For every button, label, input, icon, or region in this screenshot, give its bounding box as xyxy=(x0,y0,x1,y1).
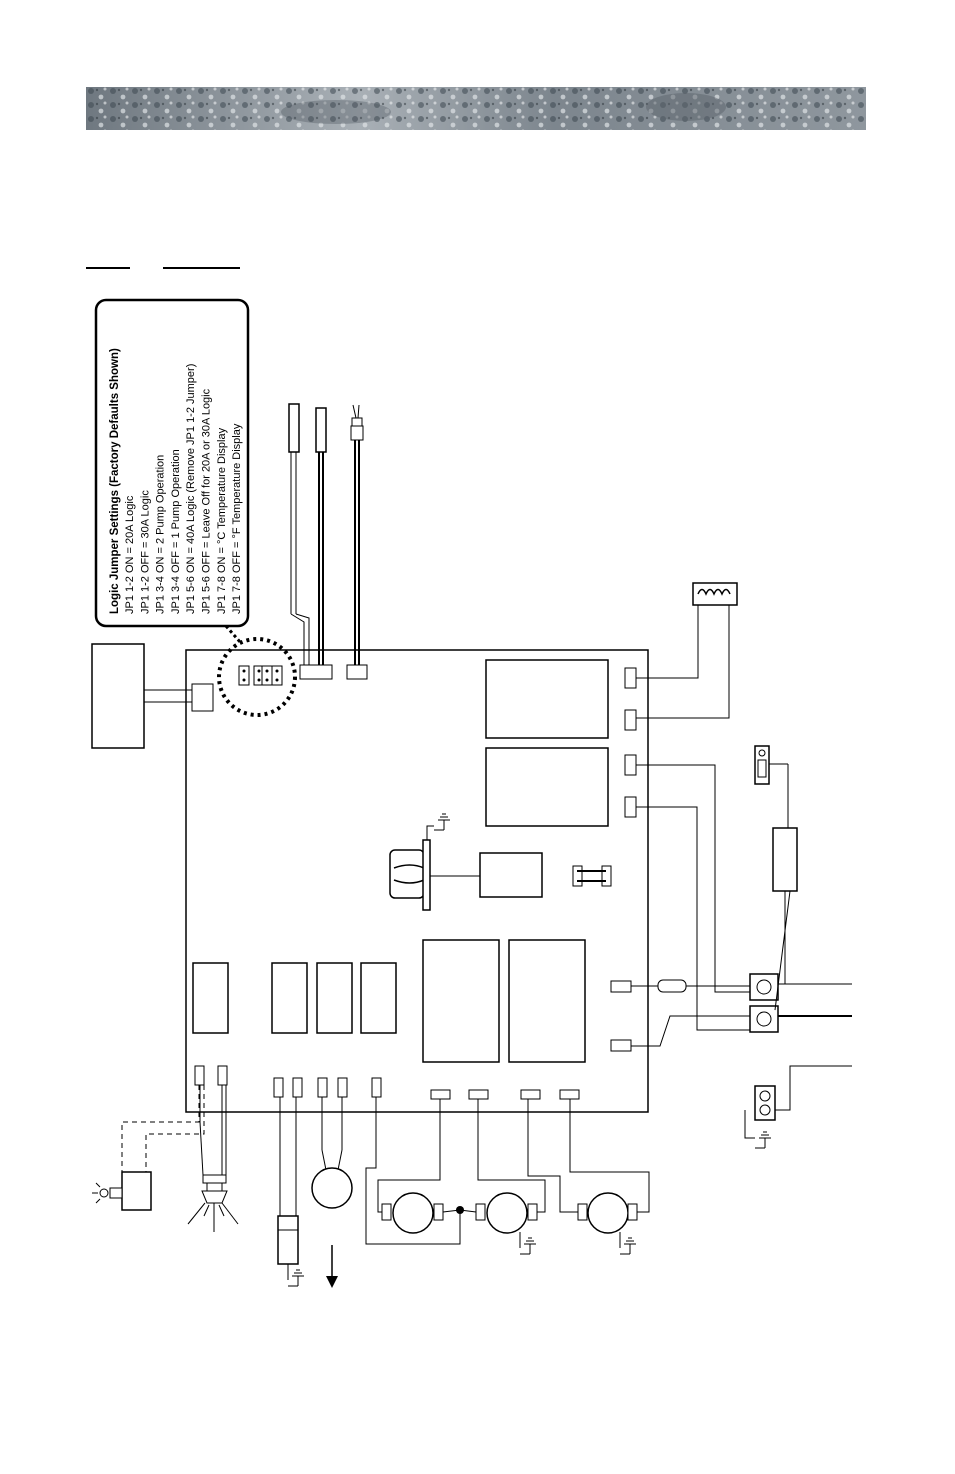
terminal-block-l2 xyxy=(749,1005,779,1033)
terminal-block-l1 xyxy=(749,973,779,1001)
circuit-board xyxy=(185,649,649,1113)
heading-underline-left xyxy=(86,267,130,269)
topside-panel xyxy=(91,643,145,749)
aux-relay-1 xyxy=(271,962,308,1034)
bottom-connectors xyxy=(194,1065,580,1100)
blower xyxy=(311,1097,353,1288)
heater-relay-2 xyxy=(485,747,609,827)
pump-1-motor xyxy=(365,1097,464,1245)
hi-limit-sensor xyxy=(315,407,327,668)
jumper-setting-line: JP1 5-6 ON = 40A Logic (Remove JP1 1-2 J… xyxy=(185,364,197,614)
jumper-setting-line: JP1 7-8 ON = °C Temperature Display xyxy=(216,427,228,614)
gfci-breaker xyxy=(754,745,798,1011)
auxiliary-fuse xyxy=(277,1097,305,1287)
aux-relay-2 xyxy=(316,962,353,1034)
transformer xyxy=(389,813,543,911)
jumper-setting-line: JP1 3-4 ON = 2 Pump Operation xyxy=(155,455,167,614)
spa-light xyxy=(92,1085,205,1211)
ozonator xyxy=(187,1085,239,1232)
aux-relay-3 xyxy=(360,962,397,1034)
fuse-holder xyxy=(572,865,612,887)
sensor-connector xyxy=(299,664,333,680)
heater-element xyxy=(636,582,738,719)
pressure-switch xyxy=(346,404,368,680)
jumper-setting-line: JP1 5-6 OFF = Leave Off for 20A or 30A L… xyxy=(201,388,213,614)
pump-2-motor xyxy=(459,1099,546,1255)
jumper-setting-line: JP1 1-2 OFF = 30A Logic xyxy=(139,490,151,614)
jp1-jumper-block xyxy=(238,665,283,686)
jumper-settings-box: Logic Jumper Settings (Factory Defaults … xyxy=(94,298,250,628)
jumper-setting-line: JP1 1-2 ON = 20A Logic xyxy=(124,495,136,614)
header-banner xyxy=(86,87,866,130)
pump-relay-2 xyxy=(508,939,586,1063)
jumper-settings-title: Logic Jumper Settings (Factory Defaults … xyxy=(109,348,121,614)
light-relay xyxy=(192,962,229,1034)
ground-lug xyxy=(744,1065,852,1149)
temperature-sensor xyxy=(288,403,310,668)
heading-underline-right xyxy=(163,267,240,269)
topside-connector xyxy=(191,683,214,712)
pump-relay-1 xyxy=(422,939,500,1063)
pump-3-motor xyxy=(527,1099,650,1255)
jumper-callout-circle xyxy=(217,637,297,717)
inline-fuse xyxy=(657,979,687,993)
jumper-setting-line: JP1 3-4 OFF = 1 Pump Operation xyxy=(170,449,182,614)
heater-relay-1 xyxy=(485,659,609,739)
callout-pointer xyxy=(224,625,242,643)
jumper-setting-line: JP1 7-8 OFF = °F Temperature Display xyxy=(231,423,243,614)
